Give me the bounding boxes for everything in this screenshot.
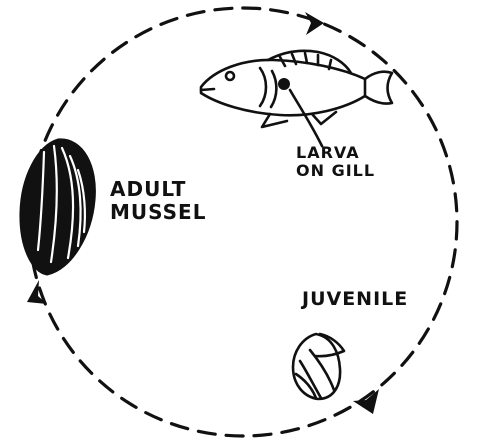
juvenile-mussel-icon (293, 334, 344, 399)
larva-dot-icon (278, 78, 290, 90)
arrow-top-icon (305, 12, 324, 35)
adult-mussel-icon (21, 140, 94, 274)
larva-label-line1: LARVA (296, 144, 375, 162)
arrow-bottom-right-icon (353, 389, 379, 414)
adult-mussel-label: ADULT MUSSEL (110, 178, 206, 224)
larva-label-line2: ON GILL (296, 162, 375, 180)
juvenile-label: JUVENILE (302, 289, 408, 311)
fish-icon (201, 51, 392, 127)
adult-label-line1: ADULT (110, 178, 206, 201)
larva-on-gill-label: LARVA ON GILL (296, 144, 375, 181)
adult-label-line2: MUSSEL (110, 201, 206, 224)
juvenile-label-text: JUVENILE (302, 289, 408, 311)
